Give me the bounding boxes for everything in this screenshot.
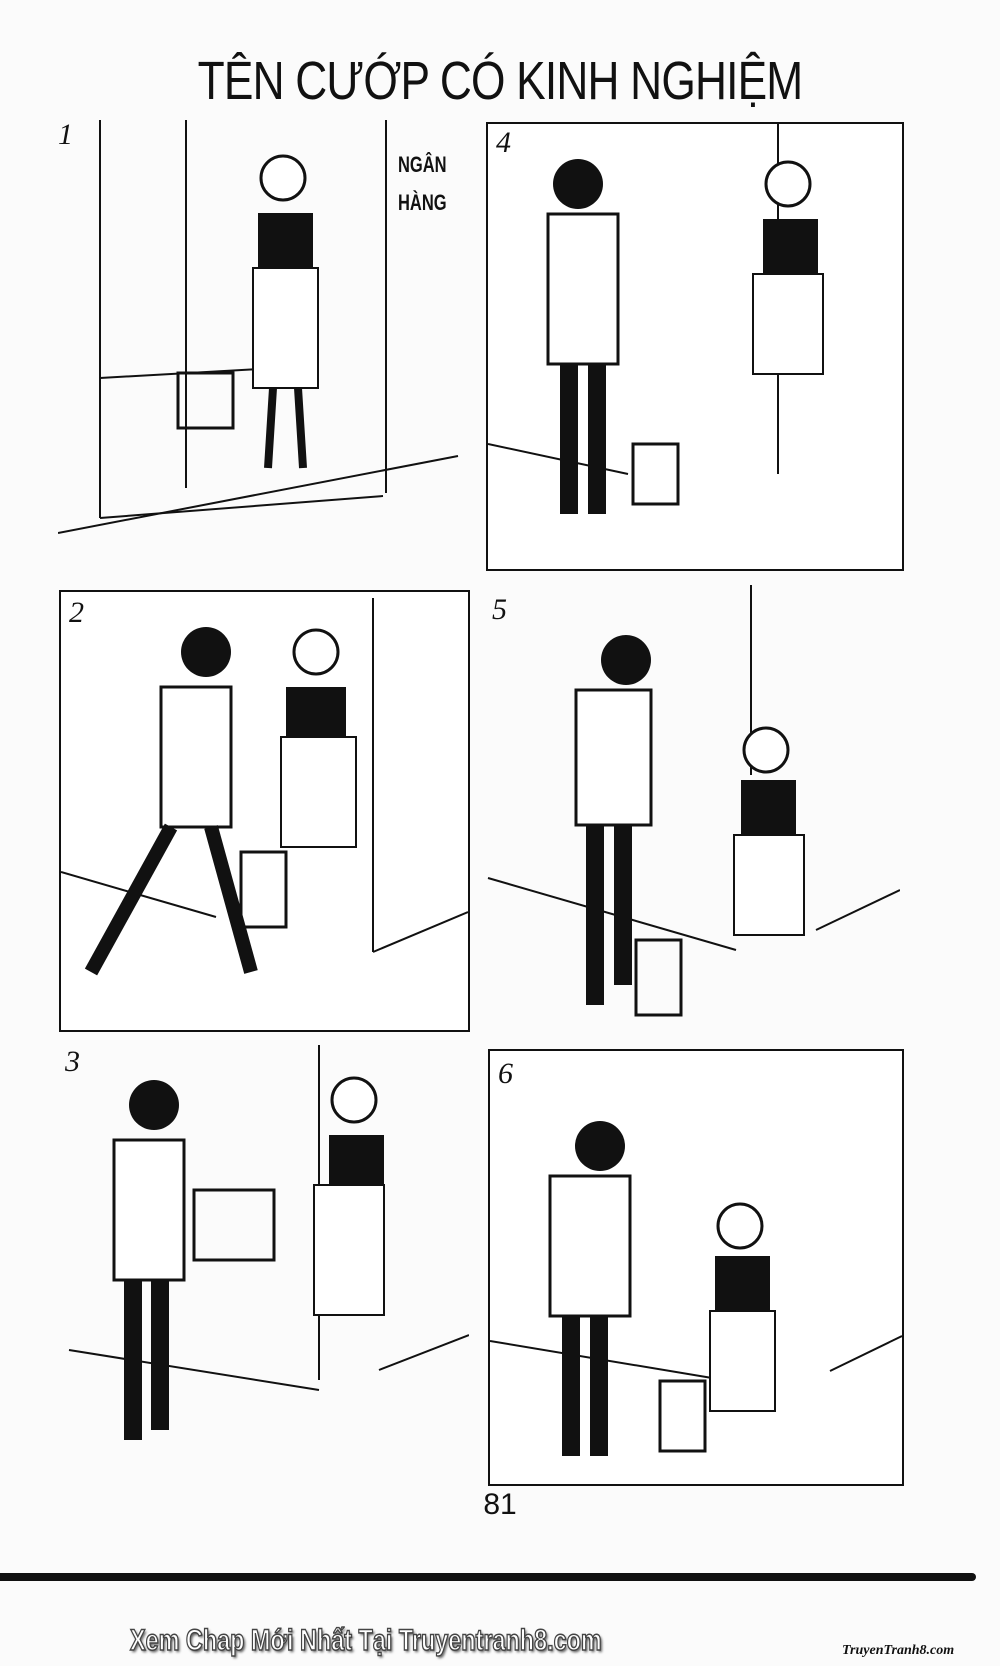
panel-number: 6 bbox=[498, 1057, 513, 1090]
panel-number: 2 bbox=[69, 596, 84, 629]
panel-5: 5 bbox=[486, 585, 900, 1030]
site-mark: TruyenTranh8.com bbox=[842, 1643, 955, 1658]
comic-title: TÊN CƯỚP CÓ KINH NGHIỆM bbox=[197, 51, 804, 111]
panel-2: 2 bbox=[59, 590, 470, 1032]
panel-1-illustration bbox=[58, 120, 459, 534]
divider bbox=[0, 1573, 976, 1581]
panel-3: 3 bbox=[59, 1045, 469, 1475]
panel-number: 3 bbox=[65, 1045, 80, 1078]
panel-4-illustration bbox=[488, 124, 824, 514]
panel-4: 4 bbox=[486, 122, 904, 571]
watermark-text: Xem Chap Mới Nhất Tại Truyentranh8.com bbox=[129, 1623, 602, 1658]
panel-1: 1 NGÂN HÀNG bbox=[58, 118, 463, 548]
panel-5-illustration bbox=[487, 585, 900, 1017]
bank-sign: NGÂN HÀNG bbox=[398, 152, 447, 215]
panel-number: 1 bbox=[58, 118, 73, 151]
panel-2-illustration bbox=[61, 598, 468, 976]
panel-6: 6 bbox=[488, 1049, 904, 1486]
panel-6-illustration bbox=[490, 1121, 902, 1456]
panel-3-illustration bbox=[68, 1045, 469, 1440]
page-number: 81 bbox=[483, 1488, 517, 1521]
panel-number: 4 bbox=[496, 126, 511, 159]
panel-number: 5 bbox=[492, 593, 507, 626]
